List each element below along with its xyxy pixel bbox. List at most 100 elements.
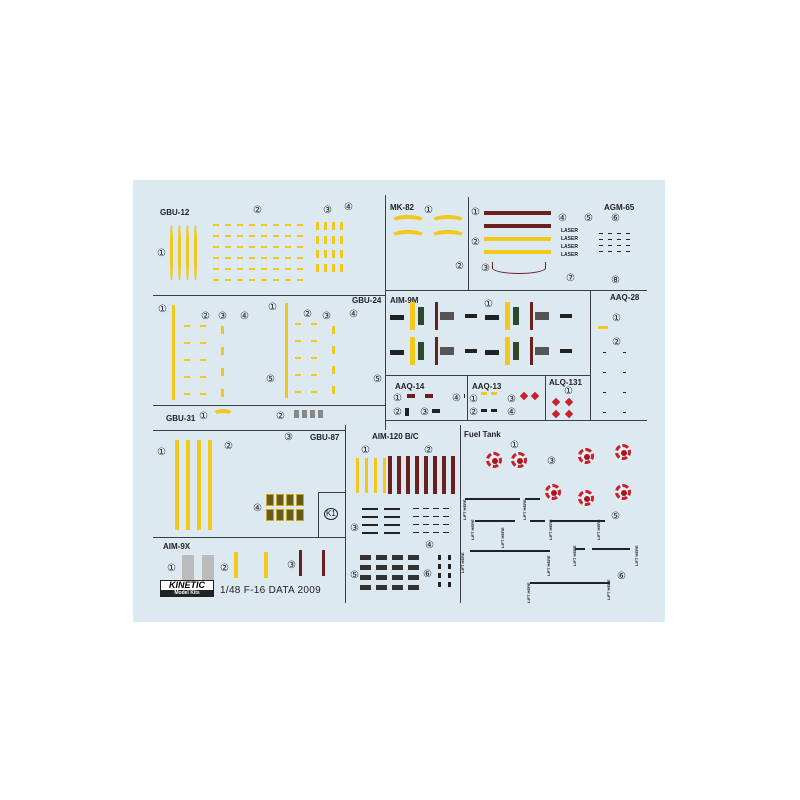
aim120-yellow-decal bbox=[374, 458, 377, 493]
aim120-yellow-decal bbox=[383, 458, 386, 493]
aim120-stencil-decal bbox=[438, 564, 441, 569]
agm65-stencil-decal bbox=[626, 245, 630, 246]
gbu24-number-10: ⑤ bbox=[373, 374, 382, 385]
gbu24-small-decal bbox=[295, 323, 301, 325]
gbu24-bar-decal bbox=[221, 389, 224, 397]
aim9m-panel-decal bbox=[513, 342, 519, 360]
mk82-title: MK-82 bbox=[390, 203, 415, 212]
gbu12-small-decal bbox=[285, 268, 291, 270]
agm65-stencil-decal bbox=[626, 233, 630, 234]
aim9m-panel-decal bbox=[513, 307, 519, 325]
aim9m-stencil-decal bbox=[440, 347, 454, 355]
agm65-brown-band bbox=[484, 224, 551, 228]
divider bbox=[545, 375, 546, 420]
agm65-stencil-decal bbox=[617, 233, 621, 234]
lift-here-decal: LIFT HERE bbox=[546, 555, 551, 576]
gbu24-small-decal bbox=[311, 357, 317, 359]
lift-here-decal: LIFT HERE bbox=[596, 519, 601, 540]
gbu12-small-decal bbox=[285, 224, 291, 226]
gbu12-bar-decal bbox=[332, 250, 335, 258]
aim120-stencil-decal bbox=[392, 585, 403, 590]
aim120-brown-decal bbox=[451, 456, 455, 494]
gbu12-small-decal bbox=[249, 235, 255, 237]
gbu12-small-decal bbox=[261, 268, 267, 270]
gbu24-small-decal bbox=[200, 376, 206, 378]
lift-bar-decal bbox=[530, 582, 610, 584]
aaq28-stencil-decal bbox=[603, 412, 606, 413]
gbu24-number-7: ② bbox=[303, 309, 312, 320]
gbu24-number-6: ① bbox=[268, 302, 277, 313]
aim9x-brown-decal bbox=[322, 550, 325, 576]
aim9m-title: AIM-9M bbox=[390, 296, 419, 305]
gbu24-number-2: ② bbox=[201, 311, 210, 322]
aim120-stencil-decal bbox=[384, 516, 400, 518]
gbu24-small-decal bbox=[295, 357, 301, 359]
aim9m-panel-decal bbox=[418, 307, 424, 325]
aim120-stencil-decal bbox=[376, 575, 387, 580]
laser-decal: LASER bbox=[561, 244, 578, 250]
fuel-tank-target-decal bbox=[615, 444, 631, 460]
divider bbox=[345, 425, 346, 603]
aaq28-number-1: ① bbox=[612, 313, 621, 324]
gbu12-bar-decal bbox=[332, 222, 335, 230]
aim9m-stencil-decal bbox=[560, 314, 572, 318]
aim120-stencil-decal bbox=[362, 508, 378, 510]
aim120-stencil-decal bbox=[433, 532, 439, 533]
aim9m-yellow-decal bbox=[410, 337, 415, 365]
aaq13-number-2: ② bbox=[469, 407, 478, 418]
gbu12-small-decal bbox=[225, 268, 231, 270]
aim9m-yellow-decal bbox=[505, 302, 510, 330]
divider bbox=[468, 197, 469, 290]
gbu12-bar-decal bbox=[332, 264, 335, 272]
aaq14-decal bbox=[464, 394, 465, 398]
aaq14-decal bbox=[432, 409, 440, 413]
gbu12-small-decal bbox=[225, 279, 231, 281]
lift-bar-decal bbox=[525, 498, 540, 500]
gbu24-small-decal bbox=[184, 325, 190, 327]
aim120-stencil-decal bbox=[408, 575, 419, 580]
aim9m-stencil-decal bbox=[485, 315, 499, 320]
gbu12-bar-decal bbox=[340, 250, 343, 258]
lift-here-decal: LIFT HERE bbox=[548, 519, 553, 540]
mk82-number-1: ① bbox=[424, 205, 433, 216]
aaq28-stencil-decal bbox=[623, 392, 626, 393]
gbu87-number-3: ③ bbox=[284, 432, 293, 443]
aim120-stencil-decal bbox=[433, 524, 439, 525]
gbu24-small-decal bbox=[184, 342, 190, 344]
gbu12-number-3: ③ bbox=[323, 205, 332, 216]
agm65-number-7: ⑦ bbox=[566, 273, 575, 284]
gbu24-title: GBU-24 bbox=[352, 296, 382, 305]
agm65-stencil-decal bbox=[599, 239, 603, 240]
gbu12-small-decal bbox=[225, 235, 231, 237]
aim120-stencil-decal bbox=[448, 555, 451, 560]
agm65-stencil-decal bbox=[608, 239, 612, 240]
aim120-stencil-decal bbox=[423, 532, 429, 533]
aim120-brown-decal bbox=[433, 456, 437, 494]
aim120-stencil-decal bbox=[408, 585, 419, 590]
aim120-stencil-decal bbox=[433, 508, 439, 509]
divider bbox=[153, 430, 345, 431]
divider bbox=[385, 290, 647, 291]
gbu24-small-decal bbox=[311, 323, 317, 325]
aim9m-brown-decal bbox=[530, 337, 533, 365]
gbu12-number-4: ④ bbox=[344, 202, 353, 213]
agm65-stencil-decal bbox=[608, 245, 612, 246]
agm65-stencil-decal bbox=[617, 251, 621, 252]
gbu87-stripe-decal bbox=[175, 440, 179, 530]
mk82-band-decal bbox=[430, 215, 466, 229]
gbu12-small-decal bbox=[249, 257, 255, 259]
agm65-stencil-decal bbox=[599, 251, 603, 252]
fuel-tank-target-decal bbox=[511, 452, 527, 468]
aim120-brown-decal bbox=[397, 456, 401, 494]
gbu87-decal bbox=[296, 494, 304, 506]
divider bbox=[385, 195, 386, 430]
sheet-footer: 1/48 F-16 DATA 2009 bbox=[220, 585, 321, 596]
aim120-stencil-decal bbox=[438, 582, 441, 587]
aim9x-yellow-decal bbox=[264, 552, 268, 578]
gbu24-number-5: ⑤ bbox=[266, 374, 275, 385]
gbu12-small-decal bbox=[213, 257, 219, 259]
lift-bar-decal bbox=[590, 520, 605, 522]
gbu12-small-decal bbox=[285, 235, 291, 237]
aaq14-decal bbox=[425, 394, 433, 398]
